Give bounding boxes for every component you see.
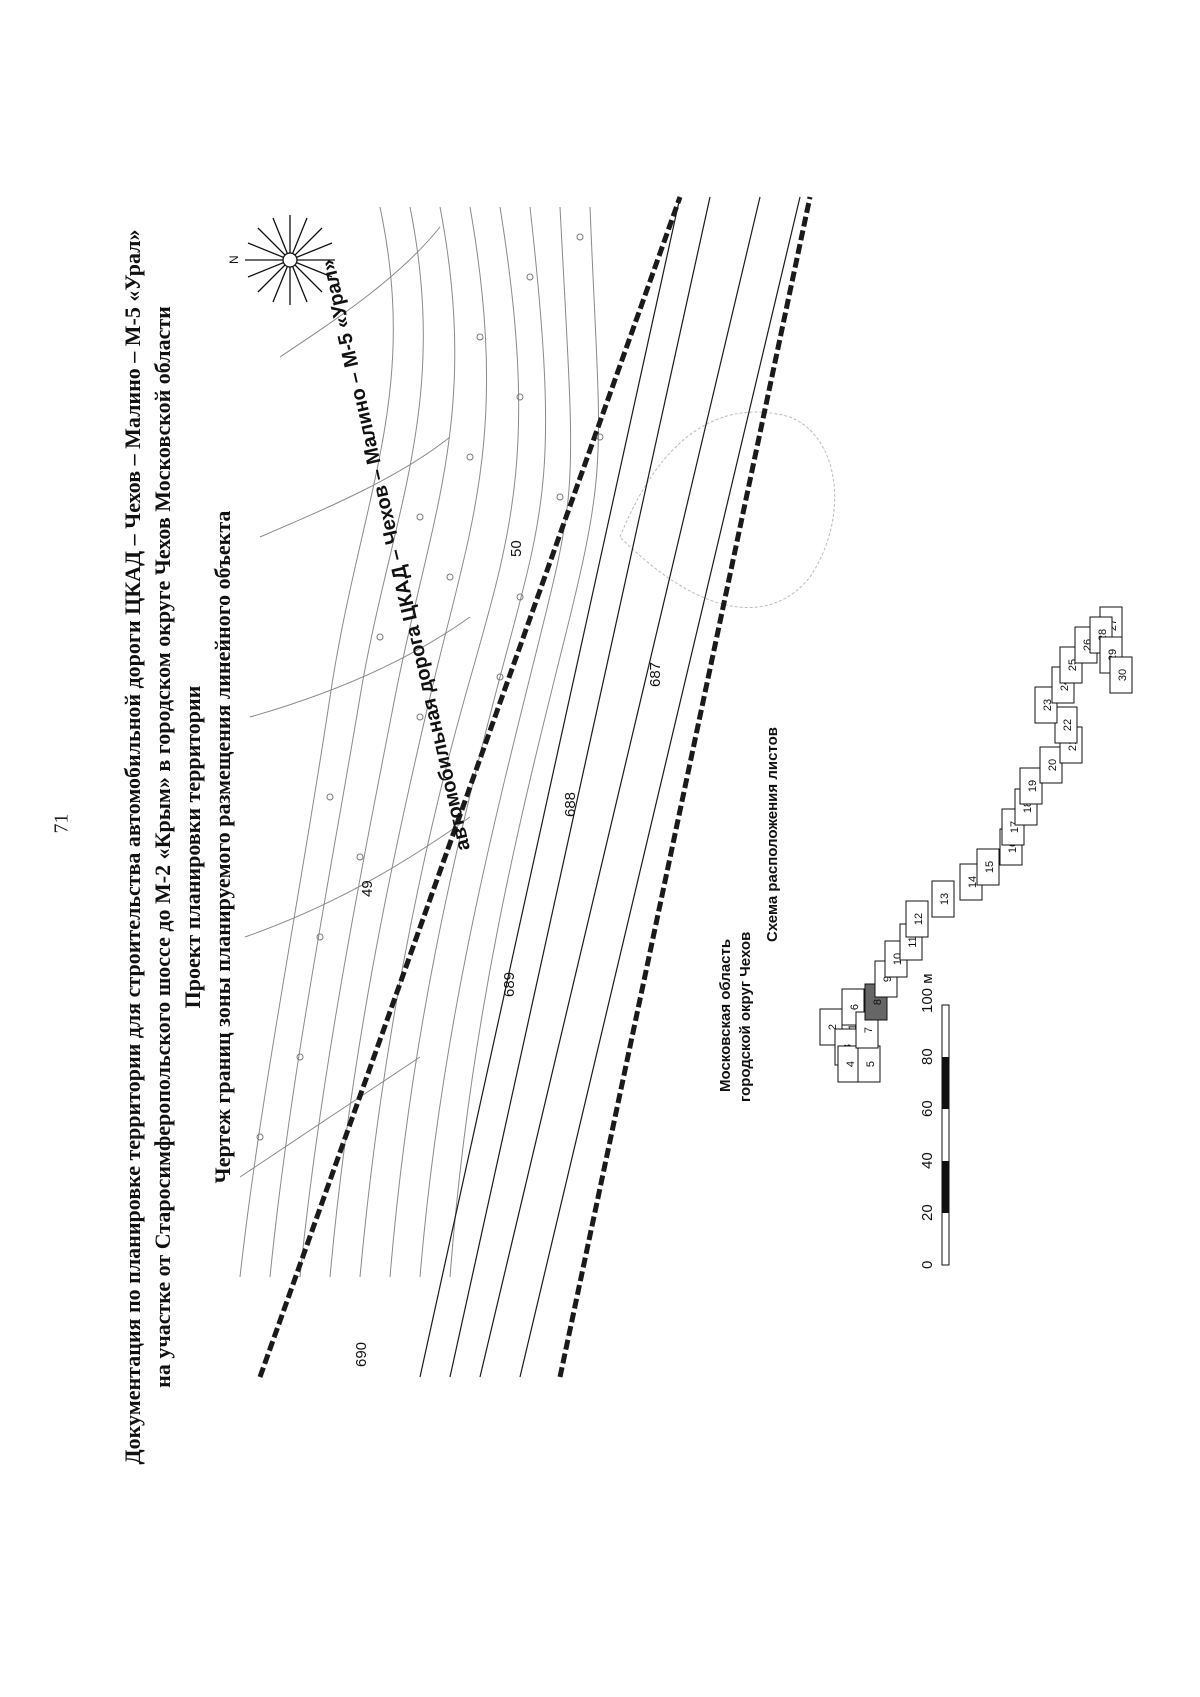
sheet-number-9: 9 (882, 976, 894, 982)
boundary-lines (257, 196, 813, 1378)
region-label-line-1: Московская область (717, 939, 734, 1092)
sheet-cell-30 (1109, 656, 1133, 694)
vegetation-markers (256, 233, 604, 1141)
sheet-cell-12 (905, 900, 929, 938)
map-labels: автомобильная дорога ЦКАД – Чехов – Мали… (317, 257, 781, 1367)
sheet-cell-20 (1039, 746, 1063, 784)
sheet-scheme-title: Схема расположения листов (764, 727, 781, 942)
picket-687: 687 (647, 662, 664, 687)
sheet-number-20: 20 (1047, 759, 1059, 771)
sheet-cell-19 (1019, 767, 1043, 805)
sheet-number-23: 23 (1042, 699, 1054, 711)
sheet-number-13: 13 (939, 893, 951, 905)
north-arrow: N (227, 215, 335, 305)
km-marker-49: 49 (359, 880, 376, 897)
sheet-number-2: 2 (827, 1024, 839, 1030)
sheet-number-19: 19 (1027, 780, 1039, 792)
contour-lines (239, 206, 836, 1278)
sheet-number-1: 1 (847, 1024, 859, 1030)
sheet-scheme: 1234567891011121314151617181920212223242… (819, 606, 1133, 1083)
sheet-number-4: 4 (845, 1061, 857, 1067)
sheet-number-14: 14 (967, 876, 979, 888)
scale-bar: 0 20 40 60 80 100 м (919, 973, 950, 1269)
north-label: N (227, 255, 241, 264)
picket-690: 690 (353, 1342, 370, 1367)
picket-689: 689 (501, 972, 518, 997)
km-marker-50: 50 (508, 540, 525, 557)
sheet-number-11: 11 (907, 936, 919, 947)
scale-label-80: 80 (919, 1048, 936, 1065)
sheet-cell-15 (976, 848, 1000, 886)
picket-688: 688 (562, 792, 579, 817)
sheet-number-7: 7 (863, 1027, 875, 1033)
scale-label-100: 100 м (919, 973, 936, 1013)
region-label-line-2: городской округ Чехов (737, 932, 754, 1102)
scale-label-40: 40 (919, 1152, 936, 1169)
sheet-number-6: 6 (849, 1004, 861, 1010)
sheet-number-30: 30 (1117, 669, 1129, 681)
sheet-number-8: 8 (872, 999, 884, 1005)
scale-label-0: 0 (919, 1261, 936, 1269)
scale-label-20: 20 (919, 1204, 936, 1221)
road-lines (419, 196, 801, 1378)
road-label: автомобильная дорога ЦКАД – Чехов – Мали… (317, 257, 475, 853)
scale-label-60: 60 (919, 1100, 936, 1117)
sheet-cell-13 (931, 880, 955, 918)
sheet-number-15: 15 (984, 861, 996, 873)
sheet-cell-22 (1054, 706, 1078, 744)
sheet-number-5: 5 (865, 1061, 877, 1067)
sheet-number-12: 12 (913, 913, 925, 925)
sheet-number-22: 22 (1062, 719, 1074, 731)
